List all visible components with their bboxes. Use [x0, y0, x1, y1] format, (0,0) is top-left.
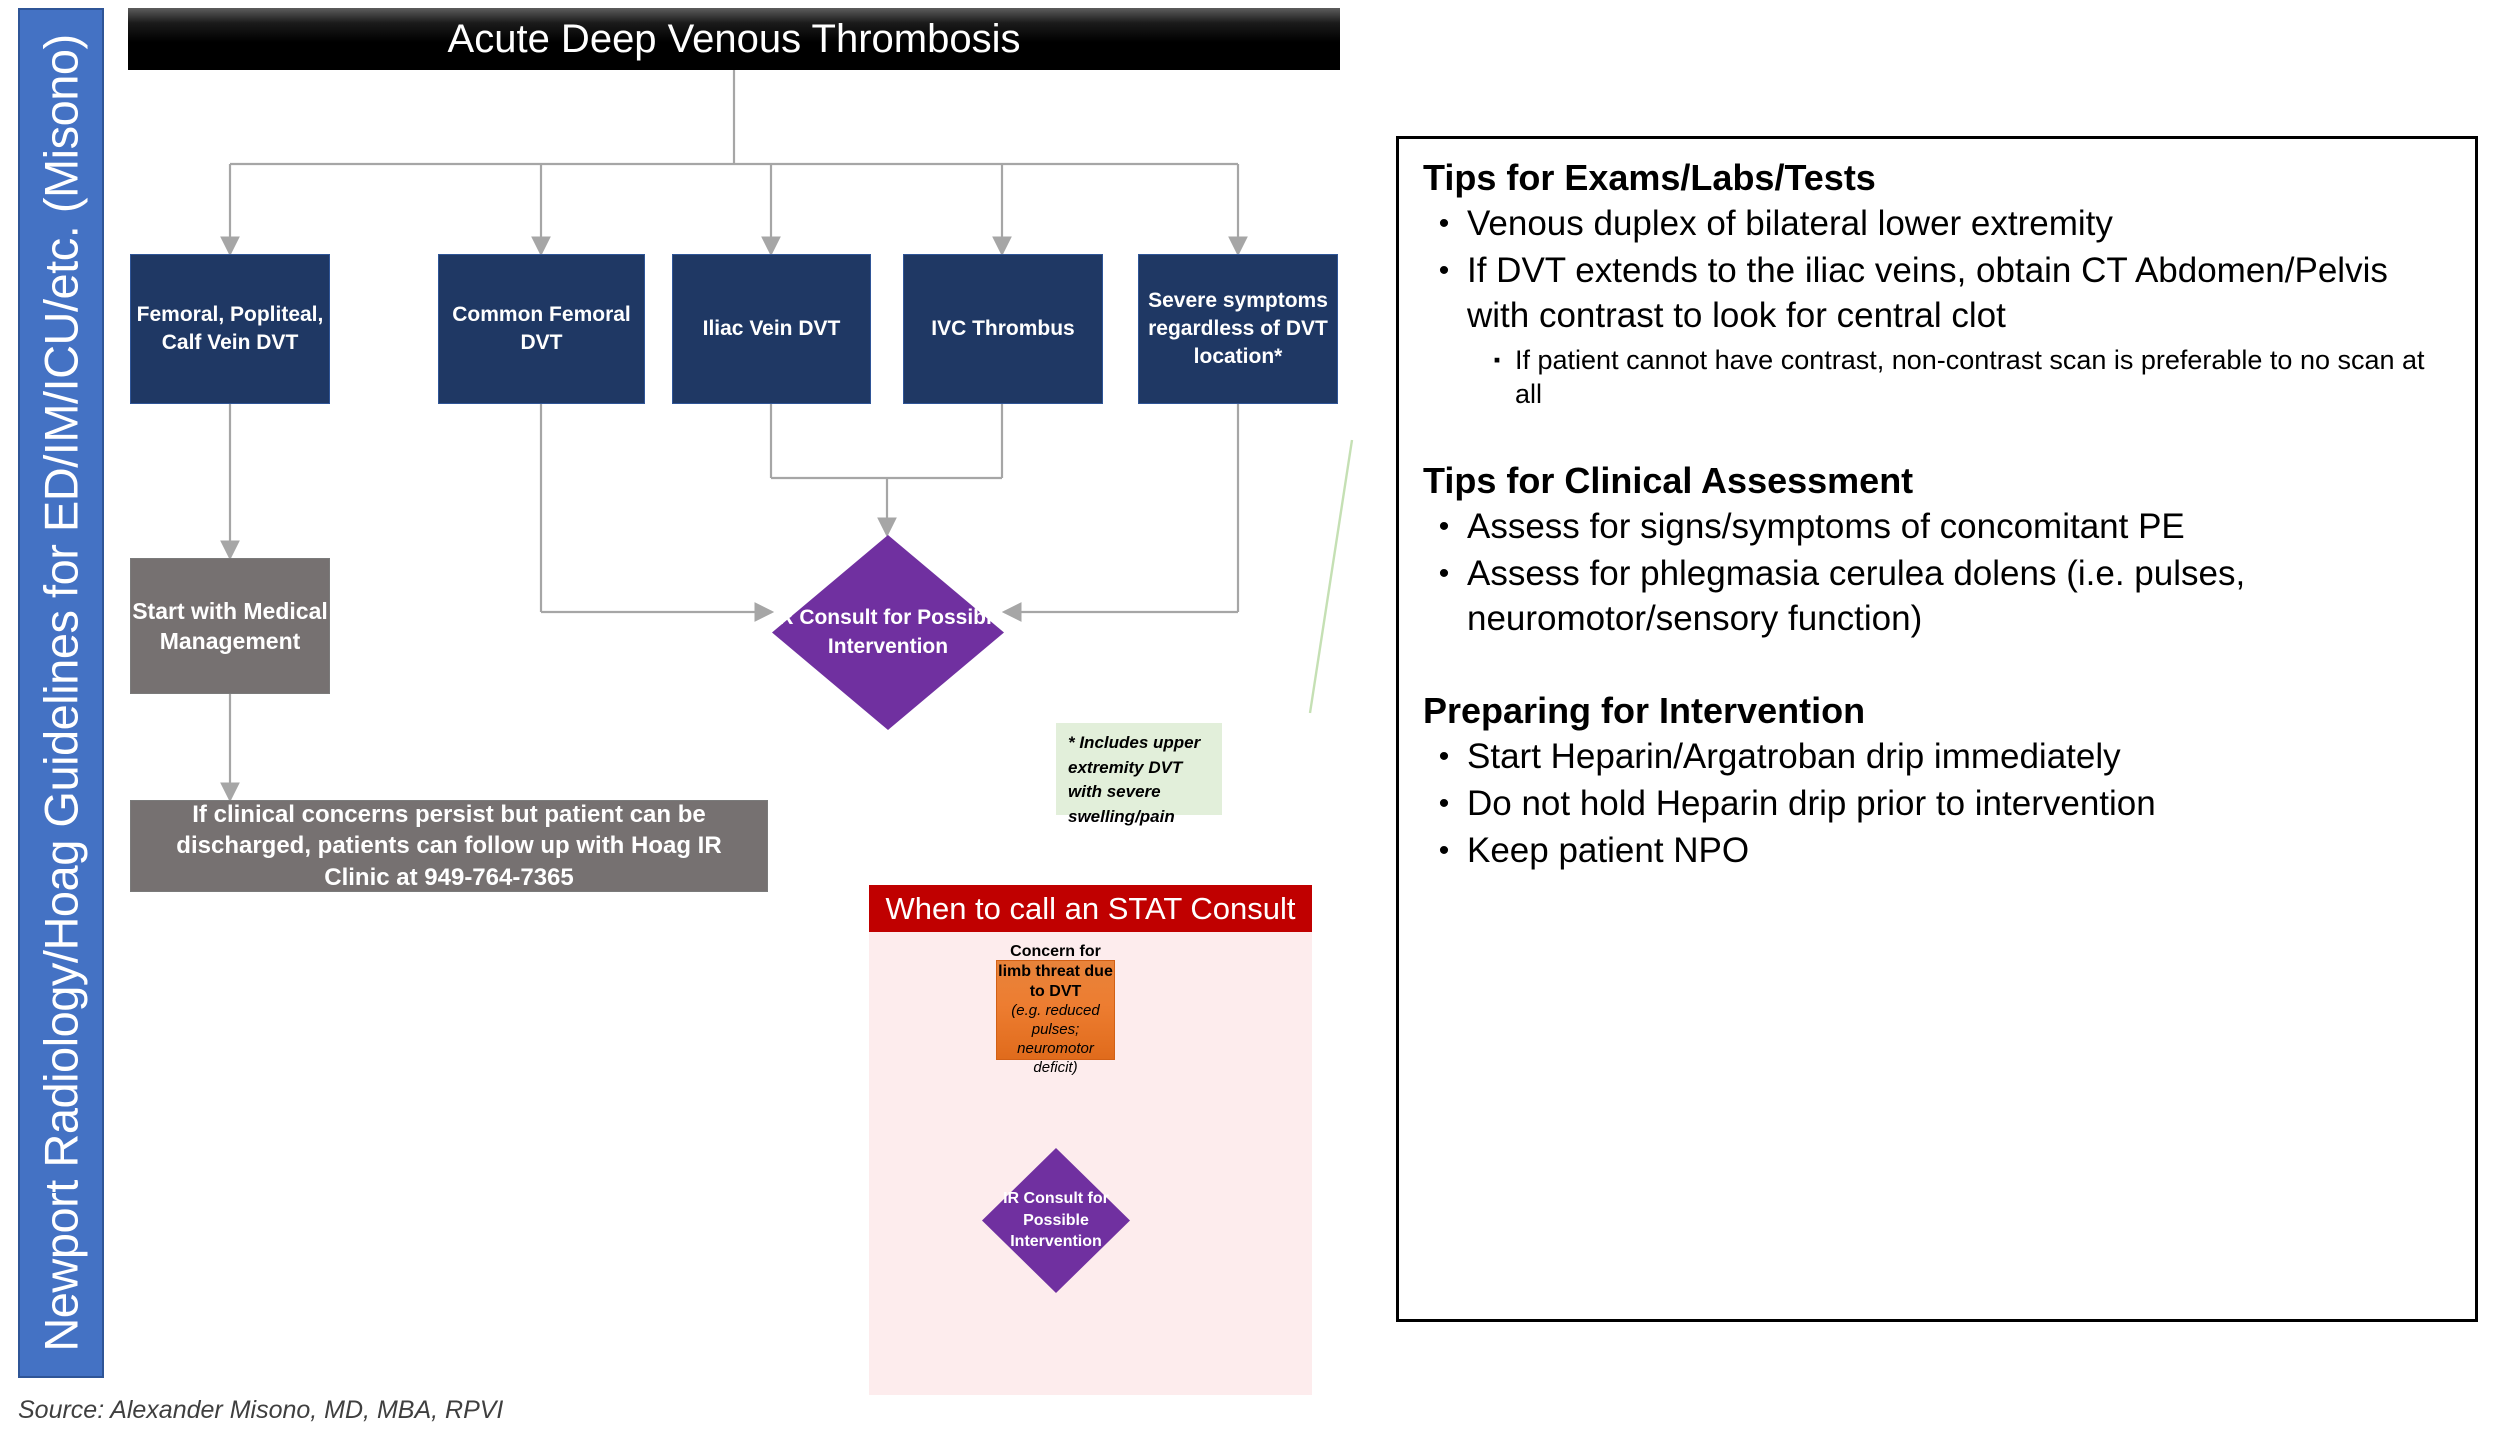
tips-bullet: • Assess for signs/symptoms of concomitan… [1421, 505, 2451, 550]
footnote-callout: * Includes upper extremity DVT with seve… [1056, 723, 1222, 826]
node-label: Iliac Vein DVT [702, 317, 841, 341]
square-bullet-icon: ▪ [1493, 349, 1501, 371]
tips-bullet-text: Do not hold Heparin drip prior to interv… [1467, 783, 2156, 823]
tips-bullet-text: If patient cannot have contrast, non-con… [1515, 344, 2425, 410]
tips-bullet: • If DVT extends to the iliac veins, obta… [1421, 249, 2451, 339]
dot-bullet-icon: • [1438, 739, 1450, 773]
tips-sub-bullet: ▪ If patient cannot have contrast, non-co… [1479, 343, 2451, 412]
side-banner: Newport Radiology/Hoag Guidelines for ED… [18, 8, 104, 1378]
source-note: Source: Alexander Misono, MD, MBA, RPVI [18, 1396, 504, 1424]
flowchart-title: Acute Deep Venous Thrombosis [128, 8, 1340, 70]
tips-section-heading: Tips for Exams/Labs/Tests [1423, 157, 1876, 198]
node-label: IVC Thrombus [931, 317, 1075, 341]
node-label: Common Femoral DVT [452, 303, 631, 354]
node-ir-consult-stat[interactable]: IR Consult for Possible Intervention [982, 1148, 1130, 1293]
node-label: If clinical concerns persist but patient… [176, 800, 722, 891]
node-severe-symptoms[interactable]: Severe symptoms regardless of DVT locati… [1138, 254, 1338, 404]
tips-panel: Tips for Exams/Labs/Tests • Venous duplex … [1396, 136, 2478, 1322]
node-femoral-popliteal-calf[interactable]: Femoral, Popliteal, Calf Vein DVT [130, 254, 330, 404]
node-common-femoral[interactable]: Common Femoral DVT [438, 254, 645, 404]
node-concern-limb-threat[interactable]: Concern for limb threat due to DVT (e.g.… [996, 943, 1115, 1076]
tips-bullet-text: Start Heparin/Argatroban drip immediatel… [1467, 736, 2121, 776]
side-banner-label: Newport Radiology/Hoag Guidelines for ED… [34, 34, 88, 1352]
tips-bullet: • Assess for phlegmasia cerulea dolens (i… [1421, 552, 2451, 642]
node-label: Start with Medical Management [132, 597, 328, 654]
node-ivc-thrombus[interactable]: IVC Thrombus [903, 254, 1103, 404]
dot-bullet-icon: • [1438, 833, 1450, 867]
tips-body: Tips for Exams/Labs/Tests • Venous duplex … [1421, 155, 2451, 873]
dot-bullet-icon: • [1438, 207, 1450, 241]
node-label: Femoral, Popliteal, Calf Vein DVT [136, 303, 324, 354]
tips-bullet-text: Venous duplex of bilateral lower extremi… [1467, 204, 2113, 244]
node-label: Severe symptoms regardless of DVT locati… [1148, 289, 1328, 368]
footnote-leader-line [1308, 439, 1354, 714]
node-discharge-followup[interactable]: If clinical concerns persist but patient… [130, 800, 768, 892]
concern-main-text: Concern for limb threat due to DVT [998, 942, 1113, 1001]
dot-bullet-icon: • [1438, 254, 1450, 288]
footnote-text: * Includes upper extremity DVT with seve… [1068, 733, 1201, 826]
concern-sub-text: (e.g. reduced pulses; neuromotor deficit… [1011, 1002, 1100, 1077]
tips-bullet: • Venous duplex of bilateral lower extrem… [1421, 202, 2451, 247]
tips-section-heading: Preparing for Intervention [1423, 689, 1866, 731]
dot-bullet-icon: • [1438, 786, 1450, 820]
tips-bullet: • Do not hold Heparin drip prior to inter… [1421, 782, 2451, 827]
tips-bullet-text: If DVT extends to the iliac veins, obtai… [1467, 251, 2388, 335]
node-label: IR Consult for Possible Intervention [1003, 1190, 1109, 1251]
stat-consult-header: When to call an STAT Consult [869, 885, 1312, 932]
node-ir-consult-main[interactable]: IR Consult for Possible Intervention [772, 535, 1004, 730]
node-label: IR Consult for Possible Intervention [772, 606, 1004, 658]
tips-bullet: • Keep patient NPO [1421, 829, 2451, 874]
tips-bullet-text: Assess for signs/symptoms of concomitant… [1467, 507, 2185, 547]
dot-bullet-icon: • [1438, 510, 1450, 544]
node-iliac-vein[interactable]: Iliac Vein DVT [672, 254, 871, 404]
dot-bullet-icon: • [1438, 557, 1450, 590]
node-medical-management[interactable]: Start with Medical Management [130, 558, 330, 694]
tips-bullet-text: Assess for phlegmasia cerulea dolens (i.… [1467, 554, 2246, 638]
tips-section-heading: Tips for Clinical Assessment [1423, 459, 1914, 501]
tips-bullet: • Start Heparin/Argatroban drip immediate… [1421, 735, 2451, 780]
tips-bullet-text: Keep patient NPO [1467, 830, 1750, 870]
